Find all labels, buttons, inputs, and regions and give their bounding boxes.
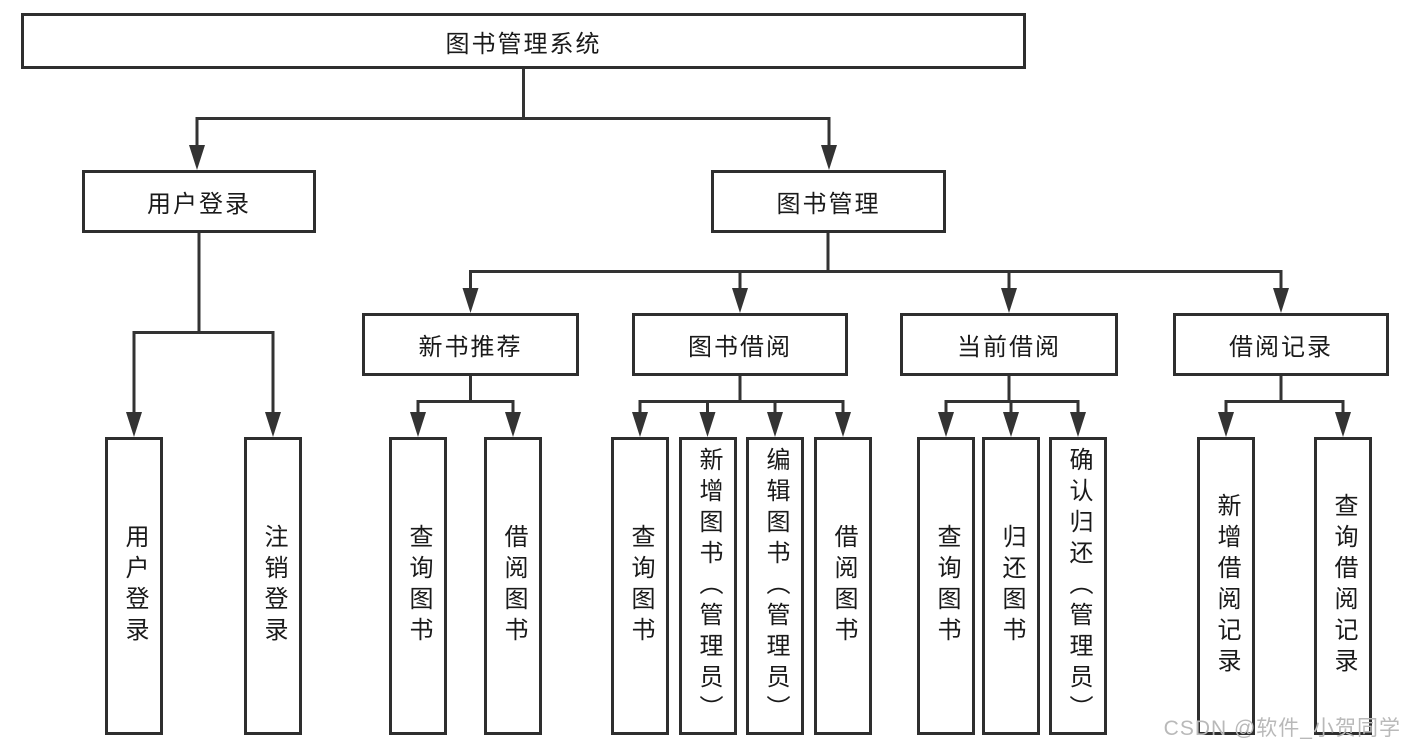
node-book-management: 图书管理 (711, 170, 946, 233)
leaf-add-books-admin: 新增图书（管理员） (679, 437, 737, 735)
leaf-query-books: 查询图书 (389, 437, 447, 735)
leaf-borrow-books: 借阅图书 (484, 437, 542, 735)
node-new-book-recommend: 新书推荐 (362, 313, 579, 376)
csdn-watermark: CSDN @软件_小贺同学 (1163, 717, 1401, 740)
leaf-return-books: 归还图书 (982, 437, 1040, 735)
leaf-query-borrow-record: 查询借阅记录 (1314, 437, 1372, 735)
leaf-query-books: 查询图书 (917, 437, 975, 735)
leaf-add-borrow-record: 新增借阅记录 (1197, 437, 1255, 735)
node-current-borrowing: 当前借阅 (900, 313, 1118, 376)
node-user-login: 用户登录 (82, 170, 316, 233)
leaf-edit-books-admin: 编辑图书（管理员） (746, 437, 804, 735)
leaf-borrow-books: 借阅图书 (814, 437, 872, 735)
leaf-confirm-return-admin: 确认归还（管理员） (1049, 437, 1107, 735)
leaf-user-login: 用户登录 (105, 437, 163, 735)
node-book-borrowing: 图书借阅 (632, 313, 848, 376)
leaf-logout: 注销登录 (244, 437, 302, 735)
leaf-query-books: 查询图书 (611, 437, 669, 735)
node-library-management-system: 图书管理系统 (21, 13, 1026, 69)
node-borrowing-records: 借阅记录 (1173, 313, 1389, 376)
